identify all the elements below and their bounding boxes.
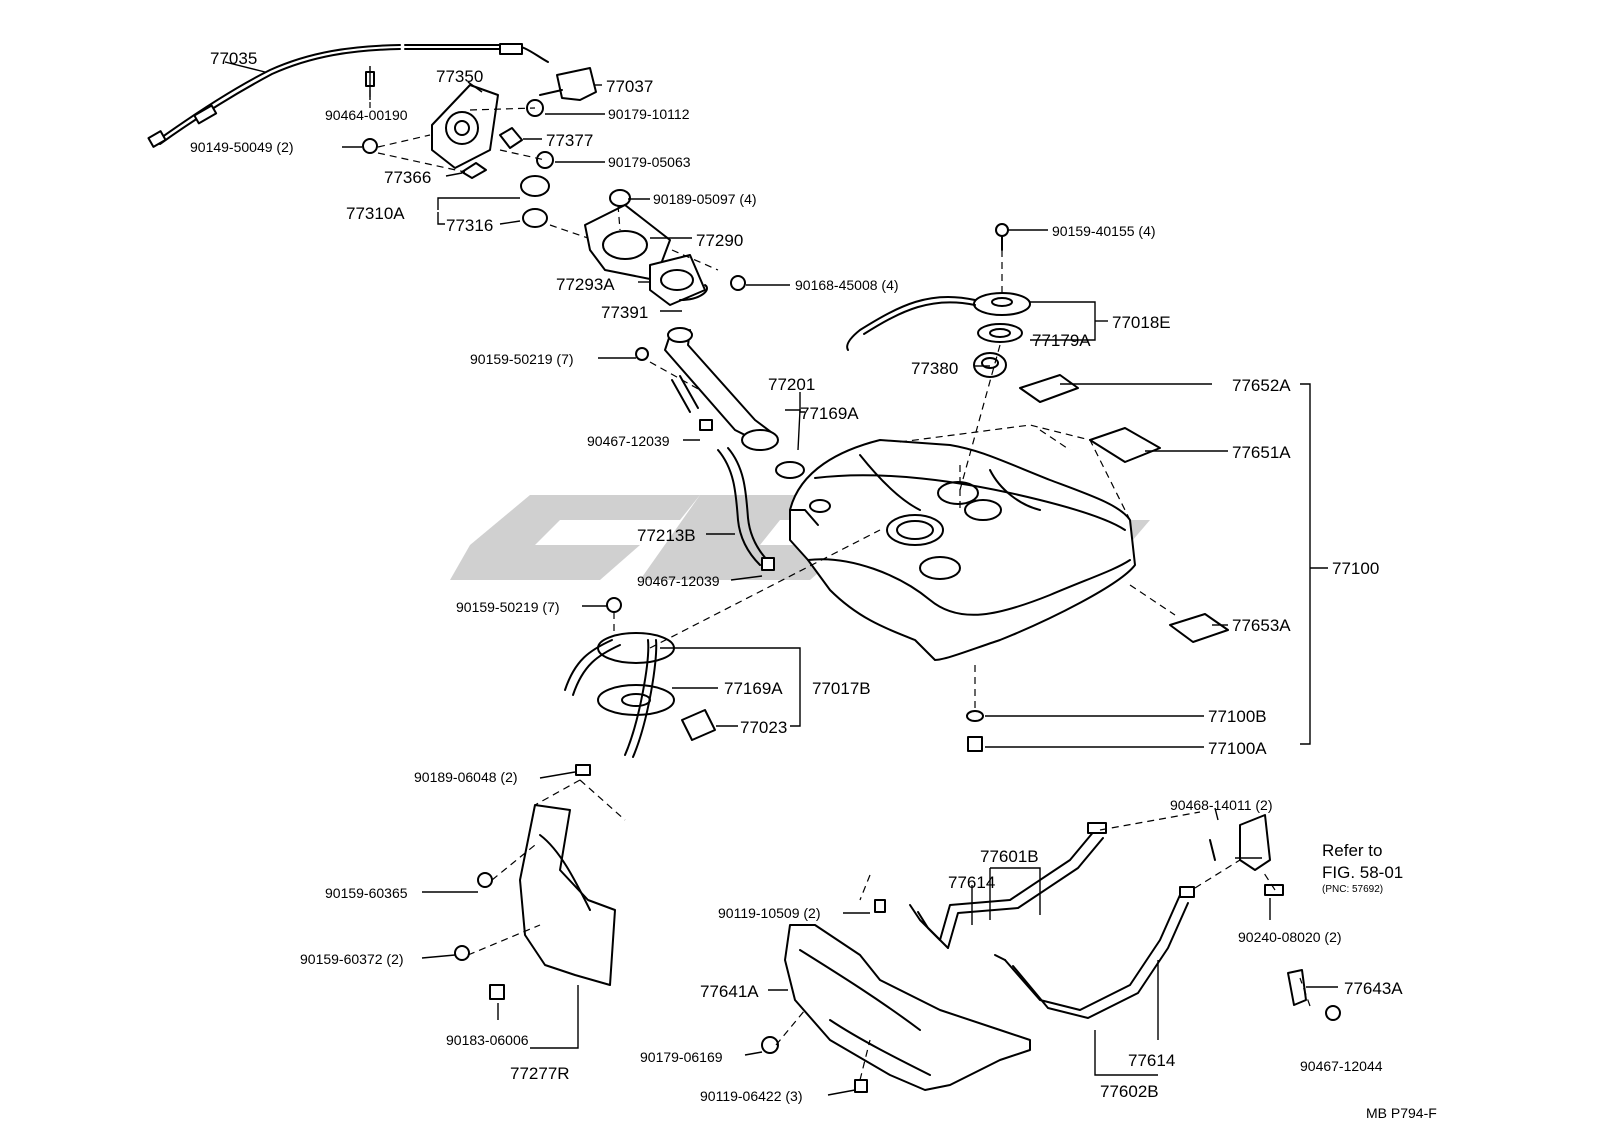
label-90119-10509: 90119-10509 (2) bbox=[718, 905, 820, 921]
tank-pads bbox=[1019, 374, 1229, 643]
diagram-code: MB P794-F bbox=[1366, 1105, 1437, 1121]
label-77366: 77366 bbox=[384, 168, 431, 187]
fuel-lid-opener-lever bbox=[539, 67, 597, 101]
label-90179-06169: 90179-06169 bbox=[640, 1049, 723, 1065]
label-77643A: 77643A bbox=[1344, 979, 1403, 998]
label-90179-10112: 90179-10112 bbox=[608, 106, 690, 122]
drain-plug bbox=[966, 710, 984, 752]
filler-cap bbox=[520, 175, 631, 228]
label-90467-12039-upper: 90467-12039 bbox=[587, 433, 670, 449]
label-77614-lower: 77614 bbox=[1128, 1051, 1175, 1070]
label-90149-50049: 90149-50049 (2) bbox=[190, 139, 294, 155]
label-77213B: 77213B bbox=[637, 526, 696, 545]
label-77023: 77023 bbox=[740, 718, 787, 737]
label-77651A: 77651A bbox=[1232, 443, 1291, 462]
label-77100A: 77100A bbox=[1208, 739, 1267, 758]
label-90467-12044: 90467-12044 bbox=[1300, 1058, 1383, 1074]
fuel-lid-panel bbox=[431, 84, 499, 169]
label-90159-60372: 90159-60372 (2) bbox=[300, 951, 404, 967]
label-77290: 77290 bbox=[696, 231, 743, 250]
label-77316: 77316 bbox=[446, 216, 493, 235]
fuel-pump-bracket bbox=[564, 597, 716, 758]
leader-lines bbox=[224, 61, 1338, 1096]
label-77277R: 77277R bbox=[510, 1064, 570, 1083]
dashed-guides bbox=[369, 90, 1311, 1081]
label-90168-45008: 90168-45008 (4) bbox=[795, 277, 899, 293]
fuel-sender-gauge bbox=[846, 223, 1031, 378]
label-77017B: 77017B bbox=[812, 679, 871, 698]
part-labels: 77035 90464-00190 90149-50049 (2) 77350 … bbox=[190, 49, 1403, 1104]
label-90189-06048: 90189-06048 (2) bbox=[414, 769, 518, 785]
label-77601B: 77601B bbox=[980, 847, 1039, 866]
filler-pipe bbox=[635, 327, 805, 479]
strap-bracket bbox=[1209, 814, 1341, 1021]
label-77179A: 77179A bbox=[1032, 331, 1091, 350]
label-77169A-lower: 77169A bbox=[724, 679, 783, 698]
hinge-clip bbox=[461, 127, 523, 179]
label-77653A: 77653A bbox=[1232, 616, 1291, 635]
label-77391: 77391 bbox=[601, 303, 648, 322]
tank-protector-center bbox=[761, 899, 1031, 1093]
fuel-tank bbox=[789, 439, 1136, 661]
reference-line-3: (PNC: 57692) bbox=[1322, 884, 1383, 895]
label-90183-06006: 90183-06006 bbox=[446, 1032, 529, 1048]
label-77652A: 77652A bbox=[1232, 376, 1291, 395]
label-77169A-upper: 77169A bbox=[800, 404, 859, 423]
label-90189-05097: 90189-05097 (4) bbox=[653, 191, 757, 207]
breather-hose bbox=[717, 447, 775, 571]
tank-protector-left bbox=[454, 764, 616, 1000]
label-77380: 77380 bbox=[911, 359, 958, 378]
tank-strap-front bbox=[909, 822, 1107, 949]
label-90240-08020: 90240-08020 (2) bbox=[1238, 929, 1342, 945]
label-90467-12039-lower: 90467-12039 bbox=[637, 573, 720, 589]
label-77614-upper: 77614 bbox=[948, 873, 995, 892]
label-90468-14011: 90468-14011 (2) bbox=[1170, 797, 1272, 813]
label-90119-06422: 90119-06422 (3) bbox=[700, 1088, 802, 1104]
label-77310A: 77310A bbox=[346, 204, 405, 223]
label-77035: 77035 bbox=[210, 49, 257, 68]
label-90159-50219-upper: 90159-50219 (7) bbox=[470, 351, 574, 367]
label-90179-05063: 90179-05063 bbox=[608, 154, 691, 170]
label-77201: 77201 bbox=[768, 375, 815, 394]
reference-line-1: Refer to bbox=[1322, 841, 1382, 860]
label-77100: 77100 bbox=[1332, 559, 1379, 578]
label-77037: 77037 bbox=[606, 77, 653, 96]
figure-reference: Refer to FIG. 58-01 (PNC: 57692) bbox=[1322, 841, 1403, 895]
filler-neck-housing bbox=[584, 204, 746, 306]
label-77293A: 77293A bbox=[556, 275, 615, 294]
reference-line-2: FIG. 58-01 bbox=[1322, 863, 1403, 882]
tank-strap-rear bbox=[994, 886, 1195, 1019]
label-77100B: 77100B bbox=[1208, 707, 1267, 726]
fuel-lid-cable bbox=[147, 43, 549, 148]
label-77602B: 77602B bbox=[1100, 1082, 1159, 1101]
label-77641A: 77641A bbox=[700, 982, 759, 1001]
label-90464-00190: 90464-00190 bbox=[325, 107, 408, 123]
label-77377: 77377 bbox=[546, 131, 593, 150]
label-77018E: 77018E bbox=[1112, 313, 1171, 332]
label-77350: 77350 bbox=[436, 67, 483, 86]
label-90159-60365: 90159-60365 bbox=[325, 885, 408, 901]
label-90159-50219-lower: 90159-50219 (7) bbox=[456, 599, 560, 615]
label-90159-40155: 90159-40155 (4) bbox=[1052, 223, 1156, 239]
